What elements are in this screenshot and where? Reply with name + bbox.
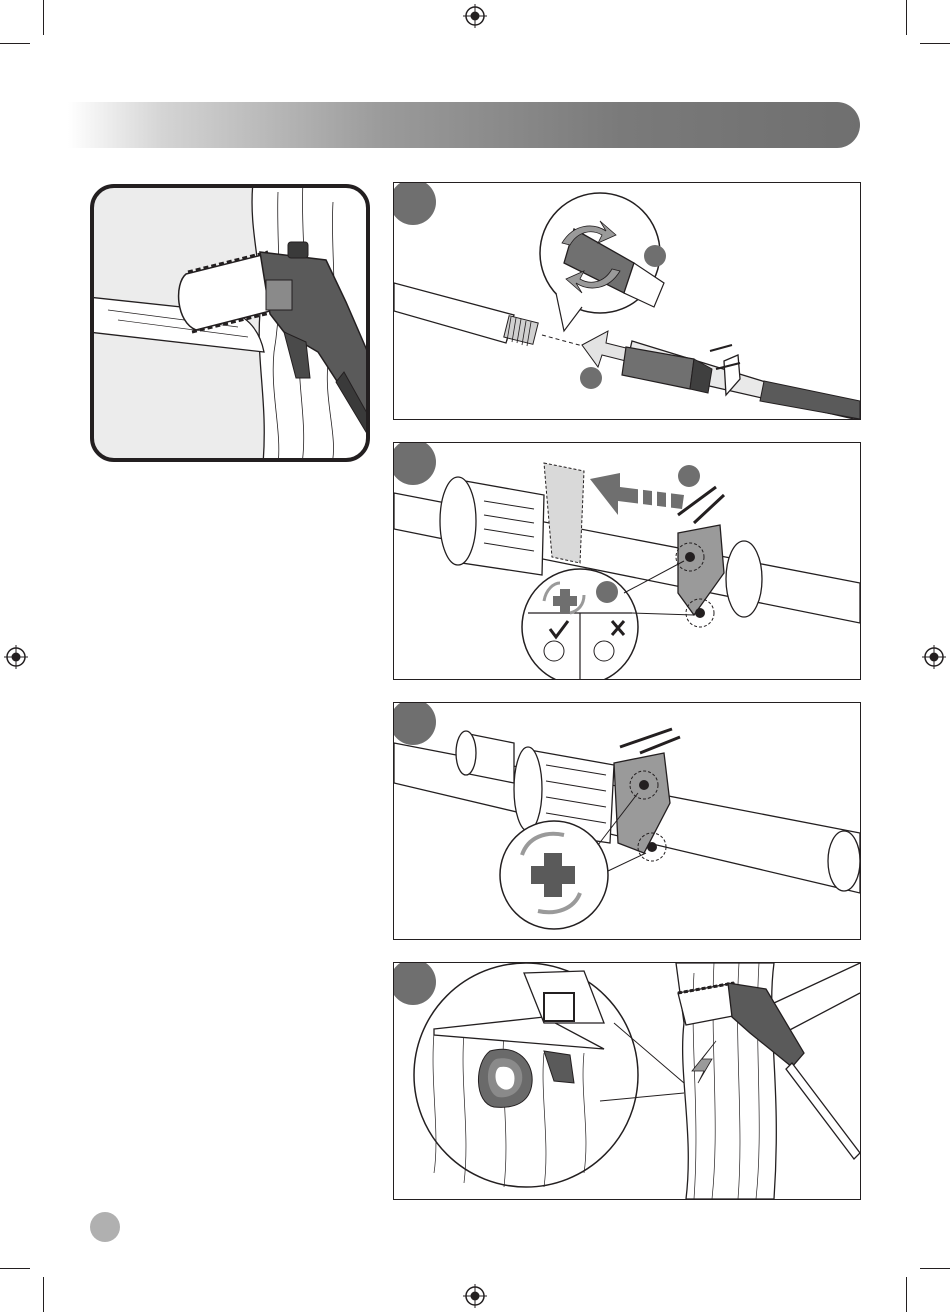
- crop-mark-bottom-left-h: [0, 1268, 30, 1269]
- step-4-illustration: [394, 963, 860, 1199]
- registration-mark-icon: [4, 645, 28, 669]
- section-header-bar: [68, 102, 860, 148]
- crop-mark-top-right-h: [920, 43, 950, 44]
- step-1-illustration: [394, 183, 860, 419]
- registration-mark-icon: [463, 4, 487, 28]
- sub-step-badge: [678, 465, 700, 487]
- crop-mark-bottom-right-h: [920, 1268, 950, 1269]
- step-2-illustration: [394, 443, 860, 679]
- sub-step-badge: [580, 367, 602, 389]
- sub-step-badge: [596, 581, 618, 603]
- step-3-illustration: [394, 703, 860, 939]
- registration-mark-icon: [463, 1284, 487, 1308]
- crop-mark-bottom-left-v: [43, 1277, 44, 1312]
- registration-mark-icon: [922, 645, 946, 669]
- sub-step-badge: [644, 245, 666, 267]
- step-4-panel: [393, 962, 861, 1200]
- step-3-panel: [393, 702, 861, 940]
- page-number-tab: [90, 1212, 120, 1242]
- direction-arrow-icon: [582, 331, 630, 367]
- overview-illustration: [88, 182, 372, 464]
- step-2-panel: [393, 442, 861, 680]
- crop-mark-top-left-h: [0, 43, 30, 44]
- crop-mark-top-left-v: [43, 0, 44, 35]
- crop-mark-top-right-v: [906, 0, 907, 35]
- crop-mark-bottom-right-v: [906, 1277, 907, 1312]
- step-1-panel: [393, 182, 861, 420]
